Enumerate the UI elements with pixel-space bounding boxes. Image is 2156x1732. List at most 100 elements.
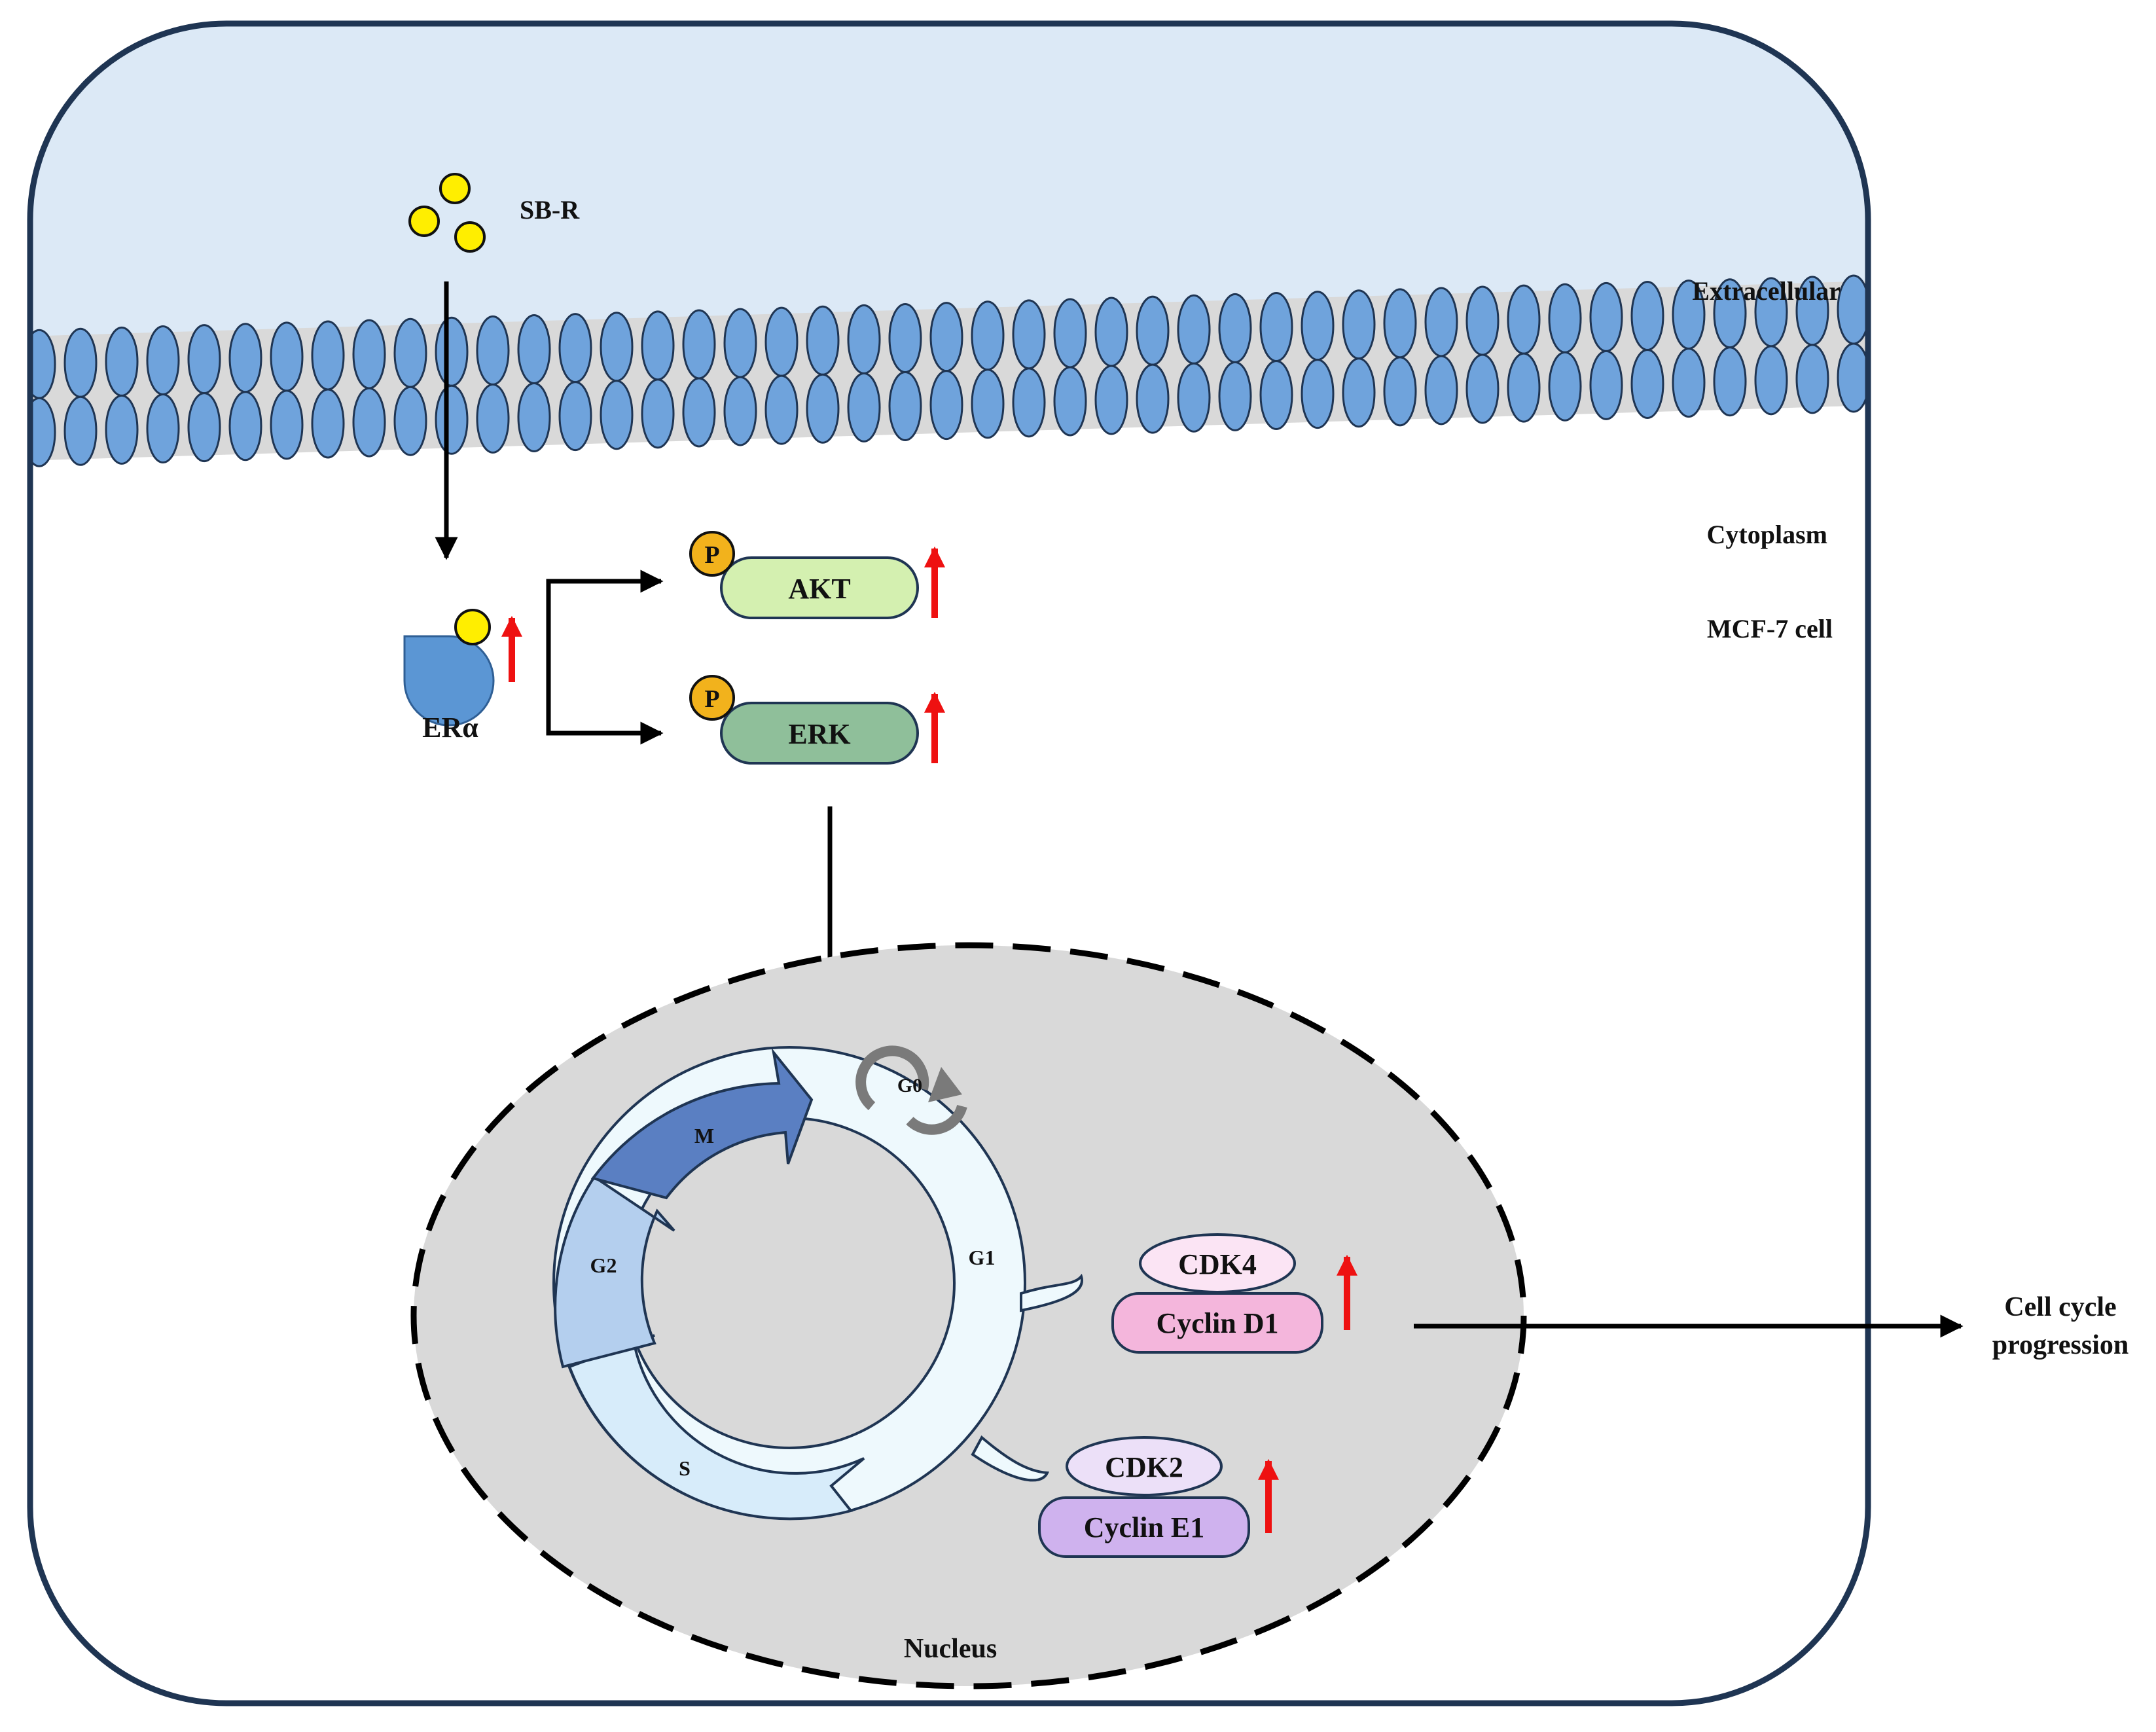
- cytoplasm-label: Cytoplasm: [1707, 520, 1827, 549]
- lipid-head-outer: [1548, 283, 1582, 353]
- lipid-head-inner: [806, 373, 840, 444]
- akt-label: AKT: [788, 573, 850, 605]
- lipid-head-outer: [187, 324, 221, 395]
- phase-label-g2: G2: [590, 1254, 617, 1277]
- lipid-head-inner: [847, 372, 881, 442]
- lipid-head-outer: [1962, 272, 1993, 340]
- lipid-head-outer: [971, 300, 1005, 371]
- lipid-head-outer: [517, 314, 551, 385]
- lipid-head-outer: [764, 306, 799, 377]
- erk-phospho-badge: [689, 675, 735, 721]
- cell-membrane: [30, 267, 2156, 467]
- lipid-head-outer: [270, 321, 304, 392]
- erk-node: ERK P: [689, 675, 946, 765]
- lipid-head-inner: [187, 392, 221, 463]
- g0-cycle-icon: [855, 1045, 967, 1135]
- cyclin-e1-label: Cyclin E1: [1084, 1511, 1205, 1543]
- cell-cycle-wheel: M G0 G1 G2 S: [552, 1045, 1083, 1521]
- lipid-head-outer: [393, 317, 427, 388]
- ligand-molecule: [439, 173, 471, 204]
- lipid-head-outer: [1012, 299, 1046, 370]
- lipid-head-inner: [435, 384, 469, 455]
- phase-label-m: M: [694, 1124, 714, 1147]
- lipid-head-inner: [723, 376, 757, 446]
- lipid-head-outer: [806, 305, 840, 376]
- lipid-head-inner: [1136, 363, 1170, 434]
- phase-label-g1: G1: [969, 1246, 996, 1269]
- sb-r-ligand: [408, 173, 486, 253]
- lipid-head-inner: [1837, 342, 1868, 413]
- lipid-head-inner: [2127, 335, 2156, 403]
- lipid-head-outer: [476, 315, 510, 386]
- m-phase-segment: [590, 1047, 814, 1200]
- lipid-head-inner: [764, 374, 799, 445]
- cell-boundary: [27, 20, 1871, 1706]
- g2-phase-segment: [554, 1175, 675, 1369]
- lipid-head-inner: [270, 389, 304, 460]
- lipid-head-inner: [1465, 353, 1500, 424]
- lipid-head-outer: [1589, 281, 1623, 352]
- lipid-head-inner: [105, 394, 139, 465]
- lipid-head-inner: [1342, 357, 1376, 428]
- lipid-head-outer: [1465, 285, 1500, 356]
- cyclin-e1-node: [1038, 1496, 1250, 1558]
- akt-phospho-label: P: [704, 541, 719, 569]
- nucleus-label: Nucleus: [904, 1634, 997, 1664]
- er-alpha-receptor: [403, 609, 495, 727]
- lipid-head-outer: [1218, 293, 1252, 363]
- lipid-head-inner: [888, 371, 922, 442]
- lipid-head-inner: [2003, 338, 2034, 406]
- cell-line-label: MCF-7 cell: [1707, 614, 1833, 643]
- lipid-head-inner: [393, 386, 427, 456]
- ligand-molecule: [454, 221, 486, 253]
- extracellular-label: Extracellular: [1692, 276, 1841, 306]
- lipid-head-inner: [1589, 350, 1623, 420]
- lipid-head-outer: [1301, 291, 1335, 361]
- lipid-head-outer: [641, 310, 675, 381]
- cdk2-label: CDK2: [1105, 1451, 1183, 1483]
- lipid-head-inner: [146, 393, 180, 464]
- lipid-head-inner: [1424, 355, 1458, 425]
- er-alpha-label: ERα: [422, 712, 478, 744]
- lipid-head-outer: [146, 325, 180, 396]
- cdk4-label: CDK4: [1178, 1248, 1257, 1280]
- lipid-head-outer: [2003, 270, 2034, 338]
- lipid-head-outer: [1920, 273, 1952, 341]
- lipid-head-inner: [1754, 345, 1788, 416]
- lipid-head-inner: [1177, 362, 1211, 433]
- lipid-head-outer: [1879, 274, 1911, 342]
- lipid-head-outer: [1507, 284, 1541, 355]
- outcome-label-line1: Cell cycle: [2004, 1292, 2116, 1322]
- lipid-head-inner: [600, 380, 634, 450]
- lipid-head-inner: [682, 377, 716, 448]
- akt-phospho-badge: [689, 531, 735, 577]
- s-phase-segment: [567, 1334, 865, 1521]
- g1-exit-tail-upper: [1020, 1273, 1083, 1312]
- lipid-head-outer: [1177, 294, 1211, 365]
- lipid-head-inner: [2044, 338, 2075, 406]
- lipid-head-inner: [1713, 346, 1747, 417]
- akt-node: AKT P: [689, 531, 946, 619]
- lipid-head-outer: [105, 326, 139, 397]
- lipid-head-outer: [435, 316, 469, 387]
- ligand-label: SB-R: [520, 195, 580, 225]
- lipid-head-inner: [558, 381, 592, 452]
- lipid-head-outer: [929, 302, 963, 372]
- lipid-head-outer: [228, 323, 262, 393]
- lipid-head-outer: [1094, 297, 1128, 367]
- lipid-head-inner: [1383, 356, 1417, 427]
- lipid-head-outer: [2127, 267, 2156, 335]
- erk-label: ERK: [788, 718, 850, 750]
- lipid-head-inner: [311, 388, 345, 459]
- phase-label-g0: G0: [897, 1075, 922, 1096]
- lipid-head-inner: [63, 395, 98, 466]
- lipid-head-outer: [847, 304, 881, 374]
- lipid-head-outer: [1342, 289, 1376, 360]
- lipid-head-inner: [1094, 365, 1128, 435]
- lipid-head-inner: [228, 391, 262, 461]
- lipid-head-outer: [1837, 274, 1868, 345]
- lipid-head-outer: [1424, 287, 1458, 357]
- erk-box: [720, 702, 919, 765]
- bound-ligand: [454, 609, 491, 645]
- lipid-head-inner: [1879, 342, 1911, 410]
